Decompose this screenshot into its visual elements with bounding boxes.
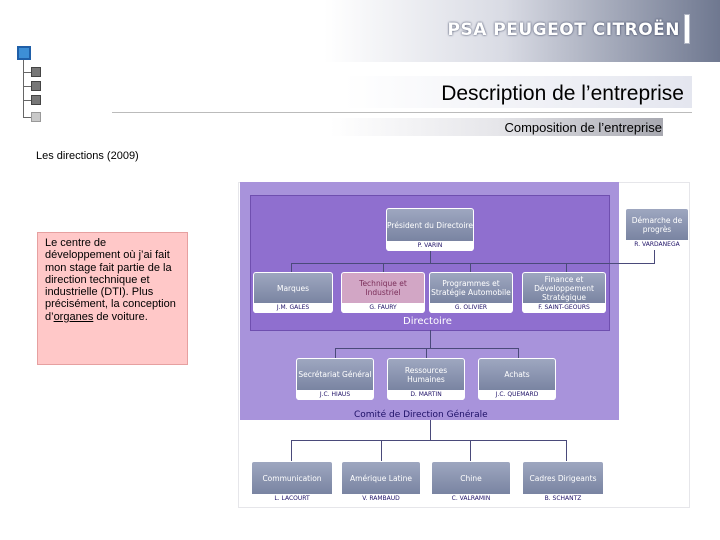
org-box-name: J.C. QUEMARD: [479, 390, 555, 400]
org-box-name: V. RAMBAUD: [342, 494, 420, 504]
org-box-role: Secrétariat Général: [298, 370, 372, 379]
section-label: Les directions (2009): [36, 150, 139, 162]
org-box-role: Marques: [276, 283, 310, 293]
org-box-role: Technique et Industriel: [359, 279, 407, 297]
org-box-rh[interactable]: Ressources Humaines D. MARTIN: [387, 358, 465, 400]
connector-line: [291, 440, 566, 441]
org-box-role: Amérique Latine: [350, 473, 412, 483]
nav-connector: [23, 117, 33, 118]
org-box-name: C. VALRAMIN: [432, 494, 510, 504]
nav-item-3-icon[interactable]: [31, 95, 41, 105]
org-box-name: L. LACOURT: [252, 494, 332, 504]
callout-text: Le centre de développement où j’ai fait …: [45, 237, 176, 323]
org-box-role: Ressources Humaines: [404, 365, 448, 384]
connector-line: [430, 250, 431, 263]
connector-line: [566, 440, 567, 461]
org-box-name: B. SCHANTZ: [523, 494, 603, 504]
org-box-marques[interactable]: Marques J.M. GALES: [253, 272, 333, 313]
org-box-programmes[interactable]: Programmes et Stratégie Automobile G. OL…: [429, 272, 513, 313]
org-box-name: G. FAURY: [342, 303, 424, 313]
org-box-role: Communication: [262, 473, 322, 483]
org-box-name: D. MARTIN: [388, 390, 464, 400]
org-box-role: Achats: [504, 370, 530, 379]
org-box-role: Démarche de progrès: [631, 215, 683, 234]
nav-tree-line: [23, 60, 24, 118]
title-divider: [112, 112, 692, 113]
connector-line: [566, 263, 567, 272]
nav-connector: [23, 72, 33, 73]
connector-line: [470, 440, 471, 461]
org-box-name: J.M. GALES: [254, 303, 332, 313]
org-box-chine[interactable]: Chine C. VALRAMIN: [431, 461, 511, 504]
subtitle-bar: [330, 118, 663, 136]
connector-line: [335, 348, 336, 358]
callout-text-end: de voiture.: [93, 310, 148, 323]
nav-root-icon[interactable]: [17, 46, 31, 60]
org-box-role: Programmes et Stratégie Automobile: [431, 279, 511, 297]
connector-line: [430, 420, 431, 440]
org-box-name: G. OLIVIER: [430, 303, 512, 313]
org-box-amerique[interactable]: Amérique Latine V. RAMBAUD: [341, 461, 421, 504]
connector-line: [426, 348, 427, 358]
org-box-achats[interactable]: Achats J.C. QUEMARD: [478, 358, 556, 400]
org-box-role: Chine: [460, 473, 482, 483]
page-title: Description de l’entreprise: [441, 82, 684, 105]
nav-item-1-icon[interactable]: [31, 67, 41, 77]
org-box-technique[interactable]: Technique et Industriel G. FAURY: [341, 272, 425, 313]
connector-line: [470, 263, 471, 272]
directoire-label: Directoire: [403, 316, 452, 327]
connector-line: [291, 440, 292, 461]
connector-line: [291, 263, 292, 272]
callout-link[interactable]: organes: [53, 310, 94, 323]
connector-line: [654, 250, 655, 264]
org-box-cadres[interactable]: Cadres Dirigeants B. SCHANTZ: [522, 461, 604, 504]
org-box-communication[interactable]: Communication L. LACOURT: [251, 461, 333, 504]
org-box-role: Cadres Dirigeants: [529, 473, 597, 483]
connector-line: [291, 263, 654, 264]
comite-label: Comité de Direction Générale: [354, 410, 488, 420]
nav-item-2-icon[interactable]: [31, 81, 41, 91]
brand-mark: [684, 14, 690, 44]
org-box-name: F. SAINT-GEOURS: [523, 303, 605, 313]
title-bar: [112, 76, 692, 108]
connector-line: [383, 263, 384, 272]
nav-item-4-icon[interactable]: [31, 112, 41, 122]
top-banner: [0, 0, 720, 62]
org-box-secretariat[interactable]: Secrétariat Général J.C. HIAUS: [296, 358, 374, 400]
org-box-finance[interactable]: Finance et Développement Stratégique F. …: [522, 272, 606, 313]
brand-logo: PSA PEUGEOT CITROËN: [447, 20, 680, 40]
nav-connector: [23, 86, 33, 87]
org-box-president[interactable]: Président du Directoire P. VARIN: [386, 208, 474, 251]
org-box-role: Finance et Développement Stratégique: [534, 274, 594, 302]
connector-line: [381, 440, 382, 461]
connector-line: [430, 330, 431, 348]
org-box-name: J.C. HIAUS: [297, 390, 373, 400]
org-box-name: R. VARDANEGA: [626, 240, 688, 250]
connector-line: [518, 348, 519, 358]
org-box-role: Président du Directoire: [387, 220, 473, 230]
info-callout: Le centre de développement où j’ai fait …: [37, 232, 188, 365]
org-box-name: P. VARIN: [387, 241, 473, 251]
nav-connector: [23, 100, 33, 101]
org-box-demarche[interactable]: Démarche de progrès R. VARDANEGA: [625, 208, 689, 250]
page-subtitle: Composition de l’entreprise: [504, 120, 662, 135]
